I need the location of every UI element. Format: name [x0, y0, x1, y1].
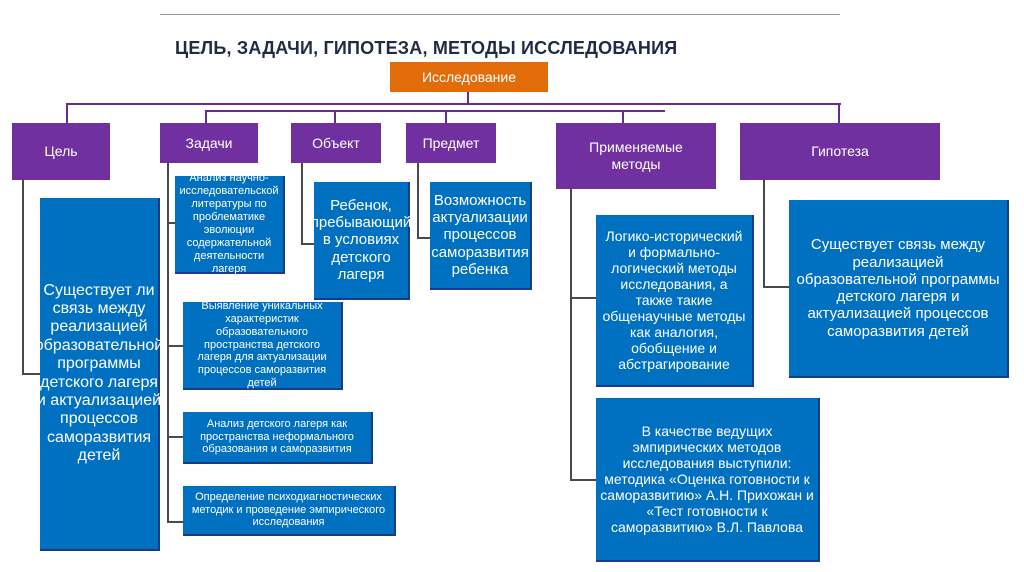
category-goal-label: Цель	[44, 143, 78, 160]
category-goal: Цель	[12, 123, 110, 180]
category-tasks: Задачи	[160, 123, 258, 163]
category-object-label: Объект	[312, 134, 360, 151]
tasks-connector-h4	[167, 521, 183, 523]
subject-text: Возможность актуализации процессов самор…	[431, 191, 529, 278]
task-item-2-text: Выявление уникальных характеристик образ…	[197, 299, 327, 390]
goal-connector-h	[22, 373, 40, 375]
hypothesis-connector-h	[763, 286, 789, 288]
methods-connector-h1	[570, 297, 596, 299]
tasks-connector-h3	[167, 436, 183, 438]
object-connector-v	[301, 163, 303, 245]
tasks-connector-h2	[167, 345, 183, 347]
object-connector-h	[301, 243, 314, 245]
stem-subject	[445, 110, 447, 123]
branch-line-upper	[66, 103, 841, 105]
task-item-2: Выявление уникальных характеристик образ…	[183, 299, 343, 390]
top-divider-line	[160, 14, 840, 15]
tasks-connector-v	[167, 163, 169, 523]
hypothesis-text: Существует связь между реализацией образ…	[796, 236, 1000, 340]
category-methods: Применяемые методы	[556, 123, 716, 189]
subject-connector-h	[417, 237, 430, 239]
task-item-1-text: Анализ научно-исследовательской литерату…	[179, 172, 279, 275]
methods-connector-h2	[570, 479, 596, 481]
category-subject: Предмет	[406, 123, 496, 163]
task-item-4-text: Определение психодиагностических методик…	[191, 490, 386, 529]
category-tasks-label: Задачи	[185, 134, 233, 151]
stem-tasks	[205, 110, 207, 123]
category-subject-label: Предмет	[422, 134, 480, 151]
category-hypothesis-label: Гипотеза	[811, 143, 869, 160]
subject-text-box: Возможность актуализации процессов самор…	[430, 182, 532, 290]
goal-connector-v	[22, 180, 24, 375]
slide-title: ЦЕЛЬ, ЗАДАЧИ, ГИПОТЕЗА, МЕТОДЫ ИССЛЕДОВА…	[175, 38, 678, 58]
methods-connector-v	[570, 189, 572, 481]
object-text: Ребенок, пребывающий в условиях детского…	[310, 196, 412, 283]
category-hypothesis: Гипотеза	[740, 123, 940, 180]
root-node-research: Исследование	[390, 62, 548, 92]
task-item-4: Определение психодиагностических методик…	[183, 486, 396, 536]
tasks-connector-h1	[167, 222, 175, 224]
stem-goal	[66, 103, 68, 123]
root-label: Исследование	[421, 69, 517, 85]
category-methods-label: Применяемые методы	[589, 139, 683, 172]
methods-item-2: В качестве ведущих эмпирических методов …	[596, 398, 820, 562]
task-item-1: Анализ научно-исследовательской литерату…	[175, 172, 285, 275]
subject-connector-v	[417, 163, 419, 239]
hypothesis-connector-v	[763, 180, 765, 288]
goal-text: Существует ли связь между реализацией об…	[34, 281, 164, 465]
root-stem-line	[467, 92, 469, 104]
hypothesis-text-box: Существует связь между реализацией образ…	[789, 200, 1009, 378]
branch-line-lower	[205, 110, 665, 112]
methods-item-2-text: В качестве ведущих эмпирических методов …	[600, 422, 814, 536]
methods-item-1-text: Логико-исторический и формально-логическ…	[602, 227, 746, 373]
stem-methods	[622, 110, 624, 123]
task-item-3: Анализ детского лагеря как пространства …	[183, 412, 373, 464]
goal-text-box: Существует ли связь между реализацией об…	[35, 198, 163, 551]
methods-item-1: Логико-исторический и формально-логическ…	[596, 215, 754, 387]
stem-hypothesis	[838, 103, 840, 123]
object-text-box: Ребенок, пребывающий в условиях детского…	[310, 182, 412, 300]
task-item-3-text: Анализ детского лагеря как пространства …	[200, 417, 354, 456]
category-object: Объект	[291, 123, 381, 163]
stem-object	[334, 110, 336, 123]
